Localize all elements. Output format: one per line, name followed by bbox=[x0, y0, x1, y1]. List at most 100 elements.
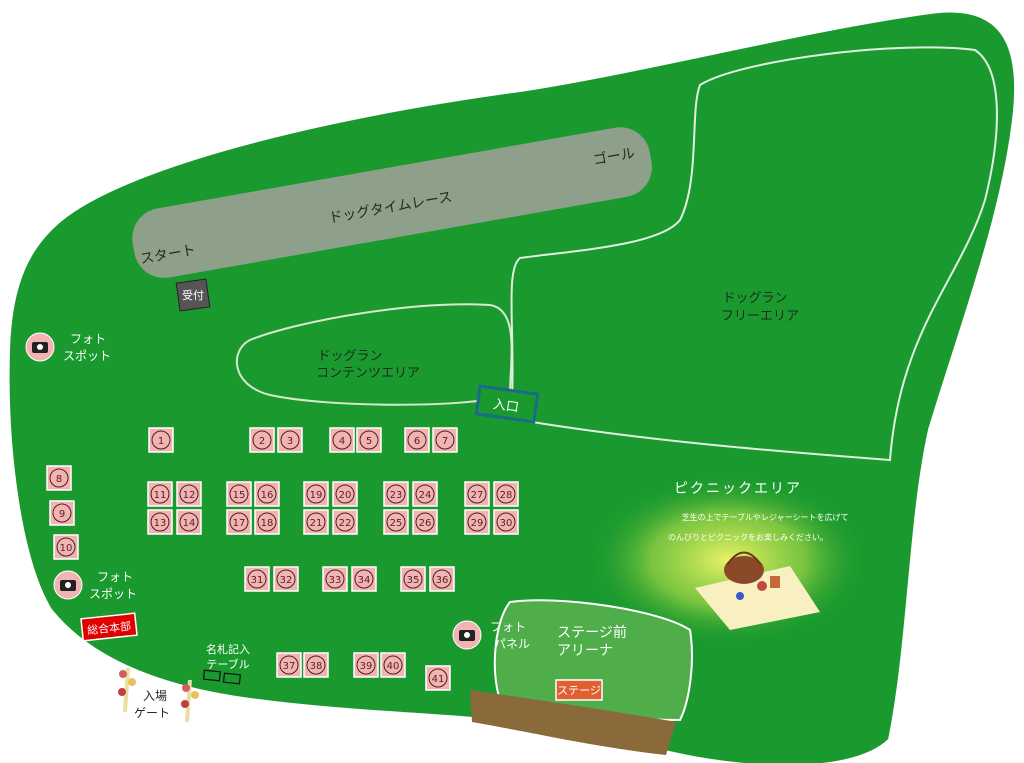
booth-ring bbox=[428, 668, 448, 688]
booth-box bbox=[380, 652, 406, 678]
booth-box bbox=[303, 509, 329, 535]
booth-1[interactable]: 1 bbox=[148, 427, 174, 453]
booth-ring bbox=[407, 430, 427, 450]
booth-15[interactable]: 15 bbox=[226, 481, 252, 507]
booth-box bbox=[351, 566, 377, 592]
picnic-desc-line2: のんびりとピクニックをお楽しみください。 bbox=[668, 532, 828, 542]
booth-ring bbox=[280, 430, 300, 450]
booth-box bbox=[356, 427, 382, 453]
booth-number: 26 bbox=[419, 518, 432, 529]
booth-box bbox=[332, 509, 358, 535]
booth-40[interactable]: 40 bbox=[380, 652, 406, 678]
booth-23[interactable]: 23 bbox=[383, 481, 409, 507]
booth-22[interactable]: 22 bbox=[332, 509, 358, 535]
booth-ring bbox=[335, 484, 355, 504]
booth-36[interactable]: 36 bbox=[429, 566, 455, 592]
booth-number: 23 bbox=[390, 490, 403, 501]
booth-17[interactable]: 17 bbox=[226, 509, 252, 535]
booth-7[interactable]: 7 bbox=[432, 427, 458, 453]
contents-area-line1: ドッグラン bbox=[317, 349, 382, 364]
booth-box bbox=[412, 509, 438, 535]
booth-ring bbox=[332, 430, 352, 450]
booth-28[interactable]: 28 bbox=[493, 481, 519, 507]
booth-number: 14 bbox=[183, 518, 196, 529]
booth-26[interactable]: 26 bbox=[412, 509, 438, 535]
booth-box bbox=[332, 481, 358, 507]
booth-3[interactable]: 3 bbox=[277, 427, 303, 453]
booth-number: 33 bbox=[329, 575, 342, 586]
photo-spot-1-line2: スポット bbox=[63, 349, 111, 363]
booth-ring bbox=[52, 503, 72, 523]
booth-ring bbox=[386, 512, 406, 532]
booth-9[interactable]: 9 bbox=[49, 500, 75, 526]
booth-ring bbox=[229, 512, 249, 532]
booth-number: 10 bbox=[60, 543, 73, 554]
booth-box bbox=[176, 509, 202, 535]
booth-33[interactable]: 33 bbox=[322, 566, 348, 592]
booth-number: 12 bbox=[183, 490, 196, 501]
booth-39[interactable]: 39 bbox=[353, 652, 379, 678]
booth-31[interactable]: 31 bbox=[244, 566, 270, 592]
booth-box bbox=[353, 652, 379, 678]
booth-box bbox=[254, 481, 280, 507]
booth-ring bbox=[354, 569, 374, 589]
reception-booth[interactable]: 受付 bbox=[175, 278, 211, 312]
booth-13[interactable]: 13 bbox=[147, 509, 173, 535]
booth-29[interactable]: 29 bbox=[464, 509, 490, 535]
booth-number: 4 bbox=[339, 436, 345, 447]
dog-run-entrance[interactable]: 入口 bbox=[474, 384, 540, 424]
booth-35[interactable]: 35 bbox=[400, 566, 426, 592]
booth-box bbox=[329, 427, 355, 453]
booth-8[interactable]: 8 bbox=[46, 465, 72, 491]
gate-line1: 入場 bbox=[143, 689, 167, 703]
booth-ring bbox=[306, 512, 326, 532]
booth-number: 2 bbox=[259, 436, 265, 447]
booth-box bbox=[226, 481, 252, 507]
booth-number: 29 bbox=[471, 518, 484, 529]
booth-11[interactable]: 11 bbox=[147, 481, 173, 507]
booth-12[interactable]: 12 bbox=[176, 481, 202, 507]
booth-box bbox=[493, 481, 519, 507]
headquarters[interactable]: 総合本部 bbox=[80, 612, 138, 642]
entrance-label: 入口 bbox=[492, 397, 520, 415]
booth-18[interactable]: 18 bbox=[254, 509, 280, 535]
name-tag-table: 名札記入 テーブル bbox=[202, 642, 250, 685]
booth-ring bbox=[325, 569, 345, 589]
picnic-basket-icon bbox=[695, 551, 820, 630]
booth-5[interactable]: 5 bbox=[356, 427, 382, 453]
booth-27[interactable]: 27 bbox=[464, 481, 490, 507]
booth-ring bbox=[279, 655, 299, 675]
booth-2[interactable]: 2 bbox=[249, 427, 275, 453]
headquarters-label: 総合本部 bbox=[86, 619, 131, 638]
booth-16[interactable]: 16 bbox=[254, 481, 280, 507]
booth-30[interactable]: 30 bbox=[493, 509, 519, 535]
booth-14[interactable]: 14 bbox=[176, 509, 202, 535]
booth-number: 8 bbox=[56, 474, 62, 485]
booth-box bbox=[49, 500, 75, 526]
booth-box bbox=[425, 665, 451, 691]
booth-21[interactable]: 21 bbox=[303, 509, 329, 535]
booth-box bbox=[412, 481, 438, 507]
booth-number: 37 bbox=[283, 661, 296, 672]
stage-label: ステージ bbox=[557, 684, 601, 697]
booth-19[interactable]: 19 bbox=[303, 481, 329, 507]
booth-34[interactable]: 34 bbox=[351, 566, 377, 592]
booth-number: 7 bbox=[442, 436, 448, 447]
booth-ring bbox=[252, 430, 272, 450]
booth-38[interactable]: 38 bbox=[303, 652, 329, 678]
booth-41[interactable]: 41 bbox=[425, 665, 451, 691]
booth-4[interactable]: 4 bbox=[329, 427, 355, 453]
booth-25[interactable]: 25 bbox=[383, 509, 409, 535]
booth-ring bbox=[276, 569, 296, 589]
booth-37[interactable]: 37 bbox=[276, 652, 302, 678]
booth-32[interactable]: 32 bbox=[273, 566, 299, 592]
booth-number: 6 bbox=[414, 436, 420, 447]
booth-box bbox=[464, 481, 490, 507]
booth-24[interactable]: 24 bbox=[412, 481, 438, 507]
booth-ring bbox=[179, 512, 199, 532]
booth-6[interactable]: 6 bbox=[404, 427, 430, 453]
booth-10[interactable]: 10 bbox=[53, 534, 79, 560]
booth-20[interactable]: 20 bbox=[332, 481, 358, 507]
stage-arena bbox=[493, 599, 693, 722]
